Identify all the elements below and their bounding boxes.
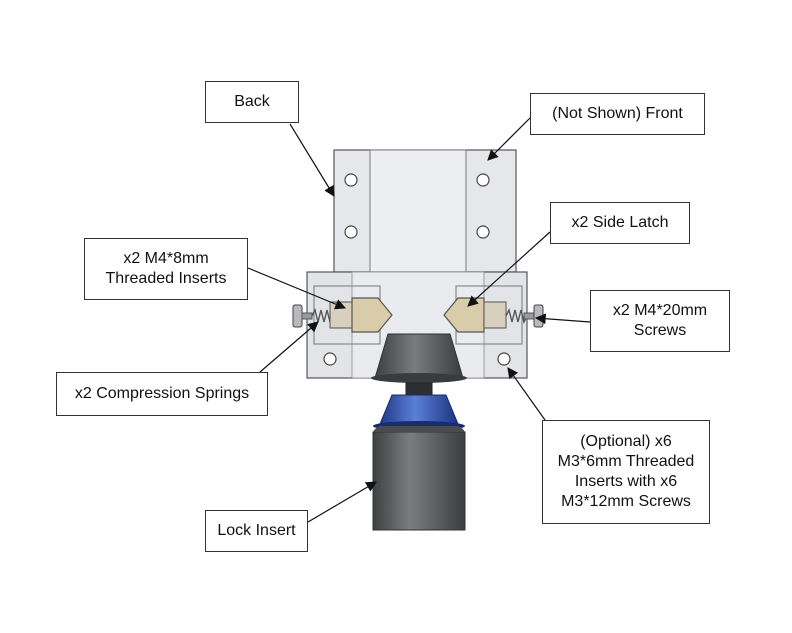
gray-cone [371,333,467,396]
screw-head-icon [533,304,544,328]
spring-icon [505,307,528,325]
screw-hole-icon [323,352,337,366]
right-latch-assembly [443,297,544,333]
lock-insert-body [372,426,466,531]
screw-hole-icon [476,173,490,187]
callout-front: (Not Shown) Front [530,93,705,135]
side-latch-icon [351,297,393,333]
leader-lines [247,117,591,523]
callout-lock-insert: Lock Insert [205,510,308,552]
callout-back: Back [205,81,299,123]
blue-lock-ring [373,394,465,431]
screw-hole-icon [344,173,358,187]
callout-compression-springs: x2 Compression Springs [56,372,268,416]
screw-hole-icon [497,352,511,366]
left-latch-assembly [292,297,393,333]
callout-threaded-inserts: x2 M4*8mm Threaded Inserts [84,238,248,300]
callout-optional-inserts: (Optional) x6 M3*6mm Threaded Inserts wi… [542,420,710,524]
screw-hole-icon [476,225,490,239]
callout-side-latch: x2 Side Latch [550,202,690,244]
callout-screws: x2 M4*20mm Screws [590,290,730,352]
screw-hole-icon [344,225,358,239]
upper-housing [333,149,517,273]
screw-head-icon [292,304,303,328]
